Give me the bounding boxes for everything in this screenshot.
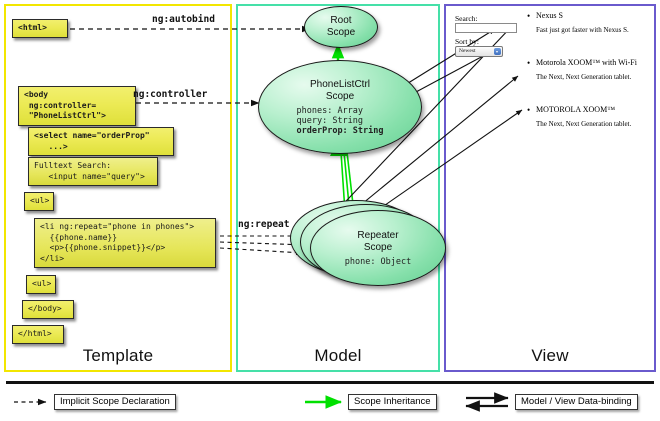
scope-root-title: Root Scope	[326, 15, 356, 38]
prop-phones: phones: Array	[296, 105, 364, 116]
code-box-html-open: <html>	[12, 19, 68, 38]
phone-snippet: The Next, Next Generation tablet.	[536, 120, 632, 128]
label-ng-controller: ng:controller	[133, 89, 208, 100]
code-box-html-close: </html>	[12, 325, 64, 344]
scope-repeater: Repeater Scope phone: Object	[310, 210, 446, 286]
legend-implicit-scope-declaration: Implicit Scope Declaration	[54, 394, 176, 410]
panel-model-label: Model	[314, 346, 362, 365]
phone-snippet: Fast just got faster with Nexus S.	[536, 26, 629, 34]
prop-phone: phone: Object	[344, 256, 412, 267]
list-item: Motorola XOOM™ with Wi-Fi The Next, Next…	[536, 58, 637, 82]
sort-by-select[interactable]: Newest	[455, 46, 503, 57]
label-ng-repeat: ng:repeat	[238, 219, 290, 230]
code-box-fulltext-search: Fulltext Search: <input name="query">	[28, 157, 158, 186]
legend-divider	[6, 381, 654, 384]
code-box-ul-close: <ul>	[26, 275, 56, 294]
phone-name: Motorola XOOM™ with Wi-Fi	[536, 58, 637, 68]
scope-phonelistctrl-props: phones: Array query: String orderProp: S…	[297, 106, 384, 136]
search-input[interactable]	[455, 23, 517, 33]
scope-repeater-props: phone: Object	[345, 257, 412, 267]
code-box-body-open: <body ng:controller= "PhoneListCtrl">	[18, 86, 136, 126]
chevron-down-icon	[494, 48, 501, 55]
scope-phonelistctrl: PhoneListCtrl Scope phones: Array query:…	[258, 60, 422, 154]
prop-query: query: String	[296, 115, 364, 126]
legend-model-view-data-binding: Model / View Data-binding	[515, 394, 638, 410]
label-ng-autobind: ng:autobind	[152, 14, 215, 25]
sort-by-selected-value: Newest	[459, 48, 476, 54]
phone-name: MOTOROLA XOOM™	[536, 105, 631, 115]
list-item: Nexus S Fast just got faster with Nexus …	[536, 11, 629, 35]
legend-scope-inheritance: Scope Inheritance	[348, 394, 437, 410]
sort-by-label: Sort by:	[455, 37, 479, 46]
prop-orderprop: orderProp: String	[296, 125, 384, 136]
scope-root: Root Scope	[304, 6, 378, 48]
scope-phonelistctrl-title: PhoneListCtrl Scope	[309, 78, 371, 102]
search-label: Search:	[455, 14, 478, 23]
panel-template-label: Template	[82, 346, 154, 365]
panel-view-label: View	[531, 346, 569, 365]
phone-snippet: The Next, Next Generation tablet.	[536, 73, 632, 81]
code-box-li-repeat: <li ng:repeat="phone in phones"> {{phone…	[34, 218, 216, 268]
scope-repeater-title: Repeater Scope	[357, 229, 399, 253]
code-box-select-tag: <select name="orderProp" ...>	[28, 127, 174, 156]
code-box-body-close: </body>	[22, 300, 74, 319]
phone-name: Nexus S	[536, 11, 629, 21]
code-box-ul-open: <ul>	[24, 192, 54, 211]
list-item: MOTOROLA XOOM™ The Next, Next Generation…	[536, 105, 631, 129]
